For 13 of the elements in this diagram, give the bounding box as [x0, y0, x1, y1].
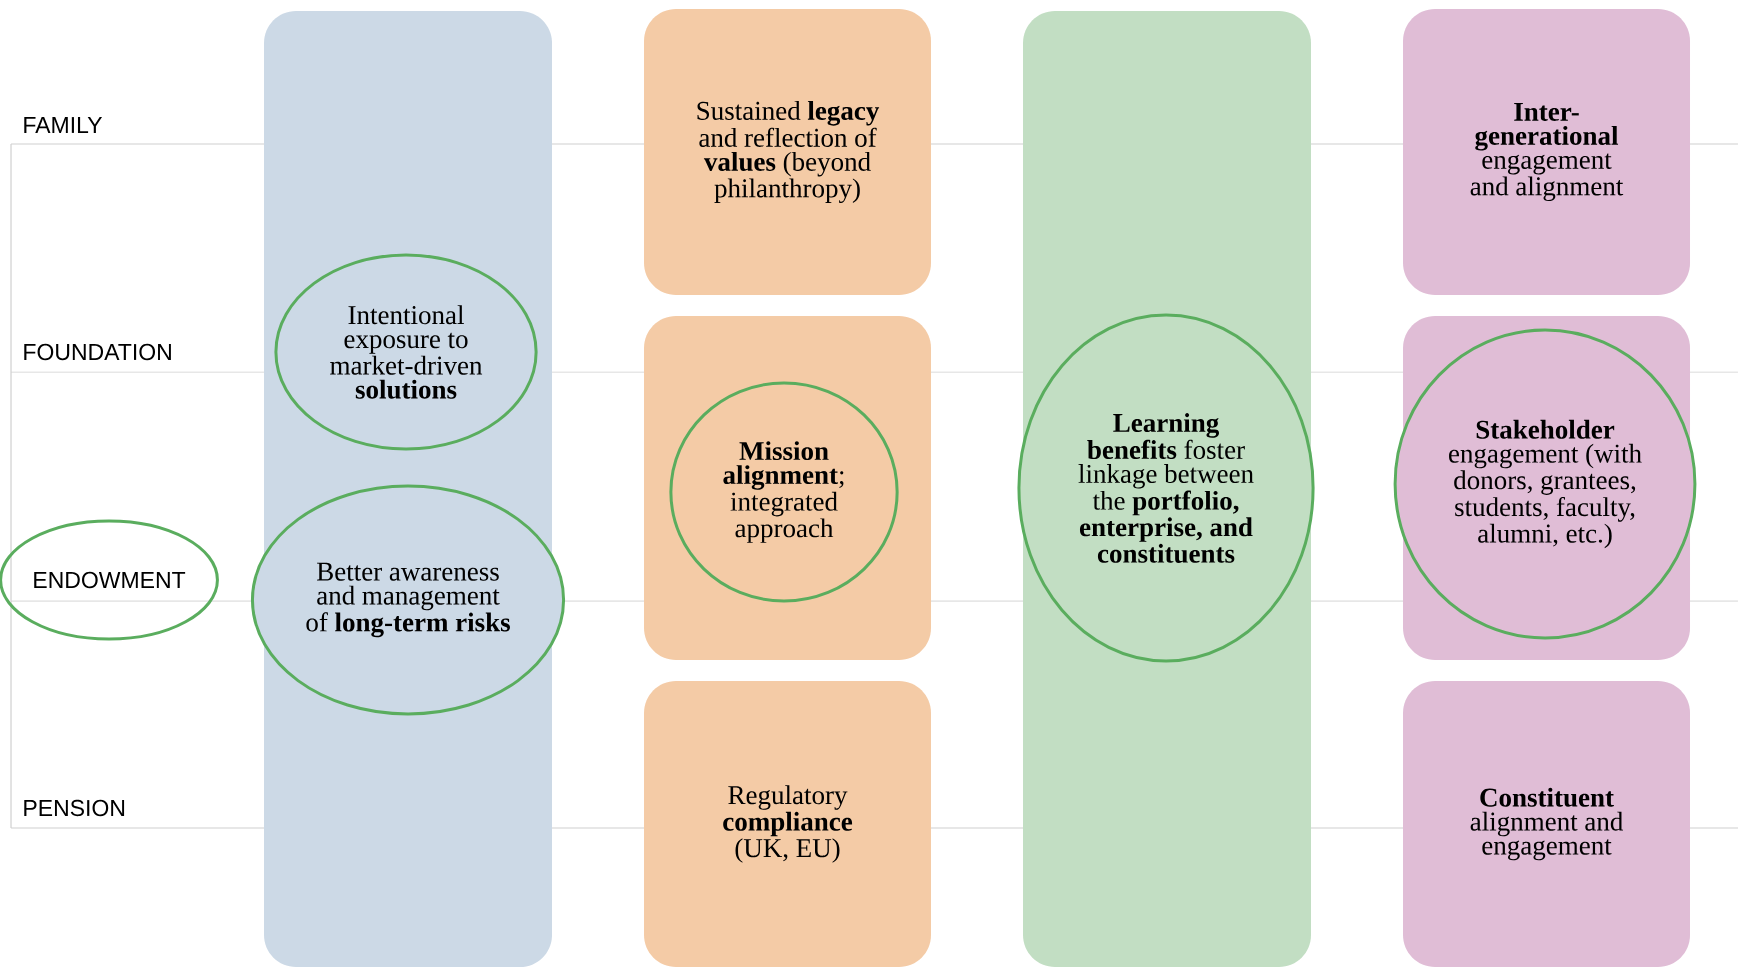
text-box: Inter-generational engagement and alignment: [1403, 9, 1690, 295]
circled-label: ENDOWMENT: [0, 519, 219, 641]
text-box: Constituent alignment and engagement: [1403, 681, 1690, 967]
circled-text: Intentional exposure to market-driven solutions: [274, 253, 538, 451]
text-box: Regulatory compliance (UK, EU): [644, 681, 931, 967]
row-label: PENSION: [24, 799, 125, 817]
circled-text: Stakeholder engagement (with donors, grantees, students, faculty, alumni, etc.): [1393, 328, 1697, 640]
row-label: FAMILY: [24, 117, 102, 133]
text-box: Sustained legacy and reflection of values (beyond philanthropy): [644, 9, 931, 295]
circled-text: Learning benefits foster linkage between the portfolio, enterprise, and constituents: [1017, 313, 1315, 663]
circled-text: Mission alignment; integrated approach: [669, 381, 899, 603]
circled-text: Better awareness and management of long-term risks: [250, 484, 566, 716]
row-label: FOUNDATION: [24, 343, 171, 361]
